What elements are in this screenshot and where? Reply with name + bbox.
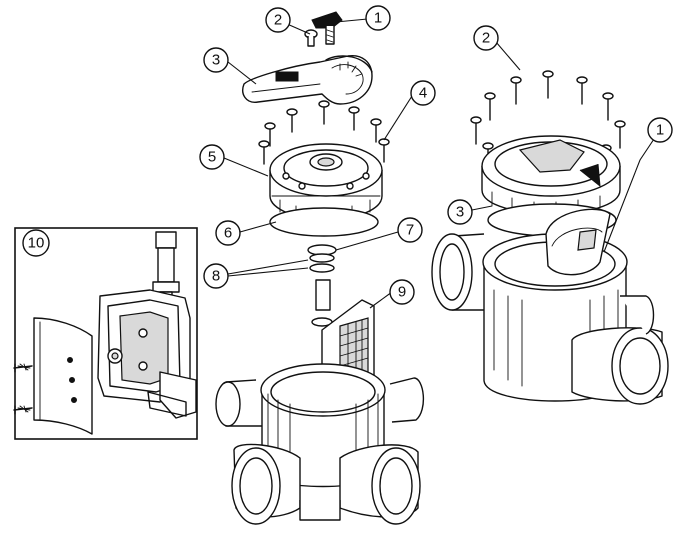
callout-label: 2	[274, 12, 282, 29]
part-5-lid	[269, 143, 383, 221]
right-valve-body	[431, 208, 669, 405]
inset-panel	[13, 227, 198, 440]
callout-right-2: 2	[473, 25, 499, 51]
callout-right-1: 1	[647, 117, 673, 143]
callout-left-2: 2	[265, 7, 291, 33]
callout-label: 6	[224, 225, 232, 242]
callout-left-5: 5	[199, 144, 225, 170]
leader-lines	[223, 17, 657, 309]
callout-label: 1	[374, 10, 382, 27]
callout-label: 10	[28, 235, 45, 252]
callout-label: 1	[656, 122, 664, 139]
part-2-screw	[304, 29, 318, 47]
callout-label: 3	[212, 52, 220, 69]
callout-left-8: 8	[203, 263, 229, 289]
callout-left-3: 3	[203, 47, 229, 73]
callout-left-9: 9	[389, 279, 415, 305]
left-valve-body	[215, 363, 424, 525]
part-6-gasket	[269, 207, 379, 237]
callout-label: 8	[212, 268, 220, 285]
callout-label: 9	[398, 284, 406, 301]
callout-left-1: 1	[365, 5, 391, 31]
callout-label: 4	[419, 85, 427, 102]
part-1-knob	[311, 11, 343, 45]
left-exploded-assembly	[215, 11, 424, 525]
callout-left-4: 4	[410, 80, 436, 106]
callout-right-3: 3	[447, 199, 473, 225]
callout-label: 7	[406, 222, 414, 239]
callout-left-7: 7	[397, 217, 423, 243]
part-7-8-orings	[307, 244, 337, 273]
callout-inset-10: 10	[22, 229, 50, 257]
part-3-handle	[242, 55, 373, 105]
callout-left-6: 6	[215, 220, 241, 246]
callout-label: 3	[456, 204, 464, 221]
callout-label: 2	[482, 30, 490, 47]
right-lid	[481, 135, 621, 215]
right-valve-assembly	[431, 70, 669, 405]
callout-label: 5	[208, 149, 216, 166]
